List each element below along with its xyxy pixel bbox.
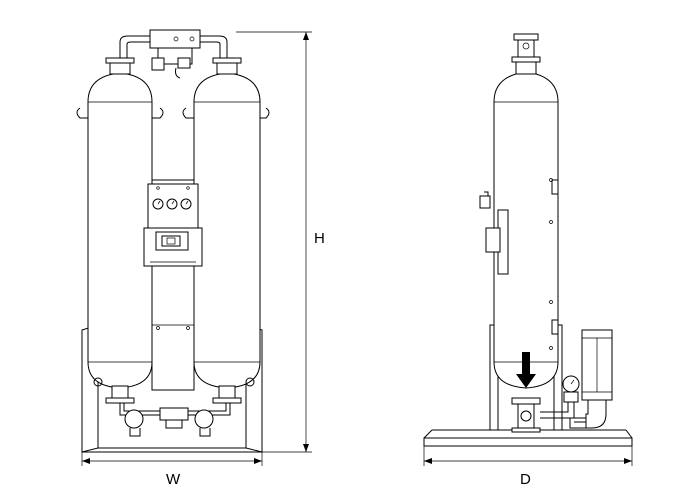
left-vessel [76, 57, 164, 404]
side-vessel [493, 33, 559, 389]
controller-display-icon [155, 231, 189, 251]
dimension-depth: D [423, 446, 633, 488]
side-control-box [479, 191, 509, 275]
side-bottom-valve [511, 375, 587, 433]
pressure-gauge-right-icon [180, 198, 192, 210]
bottom-piping [119, 403, 231, 437]
depth-label: D [520, 471, 531, 488]
top-piping [119, 29, 228, 79]
dimension-width: W [81, 452, 263, 488]
right-vessel [182, 57, 270, 404]
front-view [76, 29, 270, 453]
width-label: W [166, 471, 181, 488]
outlet-arrow-icon [516, 352, 536, 388]
pressure-gauge-left-icon [152, 198, 164, 210]
side-silencer [574, 329, 613, 429]
pressure-gauge-center-icon [166, 198, 178, 210]
height-label: H [314, 230, 325, 247]
side-view [423, 33, 633, 447]
dimension-height: H [236, 31, 325, 453]
control-panel [143, 183, 203, 267]
